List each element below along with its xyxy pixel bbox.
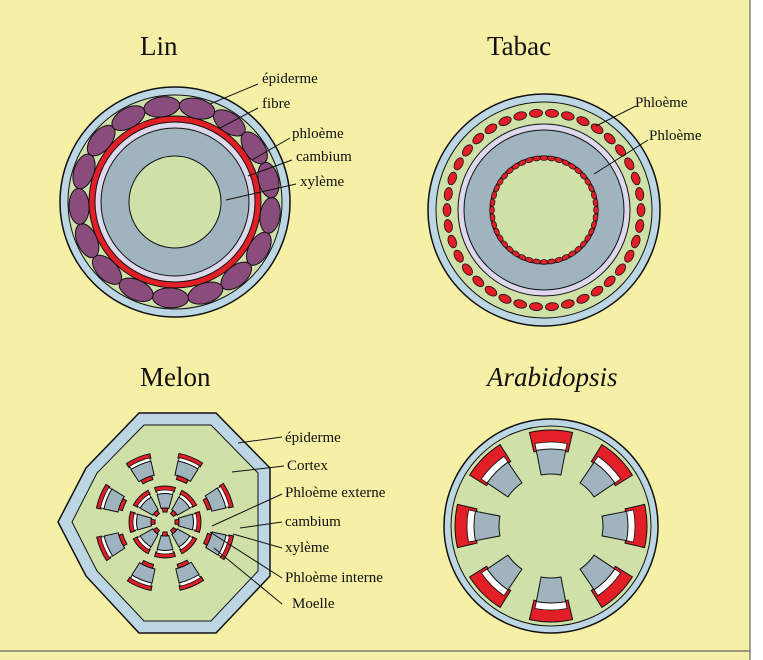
- melon-label-xyleme: xylème: [285, 540, 329, 556]
- tabac-phloem-strand: [443, 204, 451, 217]
- arabidopsis-xylem: [536, 449, 565, 475]
- tabac-phloem-strand: [540, 260, 548, 265]
- tabac-phloem-strand: [594, 206, 599, 214]
- lin-label-fibre: fibre: [262, 96, 291, 112]
- tabac-title: Tabac: [487, 31, 551, 61]
- lin-pith: [129, 156, 221, 248]
- arabidopsis-title: Arabidopsis: [485, 362, 618, 392]
- melon-label-cambium: cambium: [285, 514, 341, 530]
- lin-label-xyleme: xylème: [300, 174, 344, 190]
- tabac-label-phloeme-internal: Phloème: [649, 128, 702, 144]
- arabidopsis-xylem: [602, 511, 628, 540]
- melon-label-phloeme-externe: Phloème externe: [285, 485, 386, 501]
- melon-label-cortex: Cortex: [287, 458, 328, 474]
- lin-title: Lin: [140, 31, 178, 61]
- tabac-phloem-strand: [637, 204, 645, 217]
- lin-label-phloeme: phloème: [292, 126, 344, 142]
- lin-label-cambium: cambium: [296, 149, 352, 165]
- melon-title: Melon: [140, 362, 211, 392]
- melon-label-moelle: Moelle: [292, 596, 335, 612]
- lin-label-epiderme: épiderme: [262, 71, 318, 87]
- melon-internal-phloem: [162, 508, 167, 512]
- tabac-phloem-strand: [490, 206, 495, 214]
- arabidopsis-xylem: [536, 577, 565, 603]
- melon-label-epiderme: épiderme: [285, 430, 341, 446]
- arabidopsis-xylem: [474, 511, 500, 540]
- tabac-phloem-strand: [540, 156, 548, 161]
- melon-internal-phloem: [162, 532, 167, 536]
- melon-label-phloeme-interne: Phloème interne: [285, 570, 383, 586]
- melon-internal-phloem: [175, 519, 179, 524]
- melon-internal-phloem: [151, 519, 155, 524]
- tabac-label-phloeme-external: Phloème: [635, 95, 688, 111]
